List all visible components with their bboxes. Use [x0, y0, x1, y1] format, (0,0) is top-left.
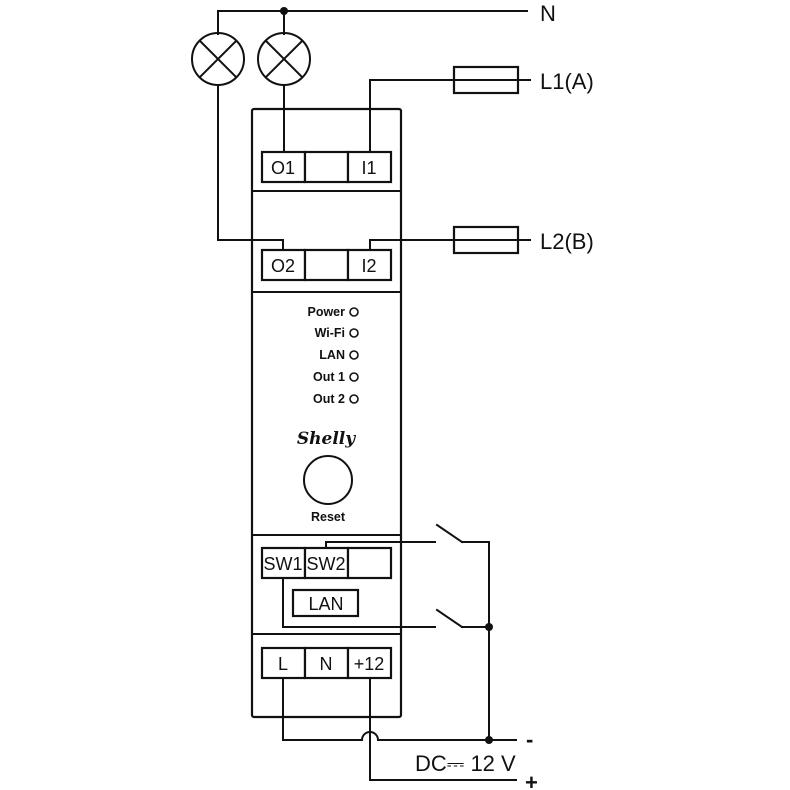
- power-terminal-block: L N +12: [260, 646, 393, 680]
- neutral-label: N: [540, 1, 556, 26]
- line2-label: L2(B): [540, 229, 594, 254]
- terminal-n: [303, 646, 350, 680]
- terminal-l-label: L: [278, 654, 288, 674]
- i2-wire: [369, 239, 455, 253]
- sw1-wire: [282, 577, 436, 628]
- terminal-block-output1: O1 I1: [260, 150, 393, 184]
- terminal-o2-label: O2: [271, 256, 295, 276]
- led-power-label: Power: [307, 305, 345, 319]
- switch-1-icon: [435, 608, 464, 629]
- dc-minus-wire: [282, 677, 517, 741]
- switch-common-wire: [461, 541, 490, 741]
- terminal-block-output2: O2 I2: [260, 248, 393, 282]
- terminal-i2: [346, 248, 393, 282]
- lan-port: [291, 588, 360, 618]
- switch-2-icon: [435, 523, 464, 544]
- shelly-device: [250, 107, 403, 719]
- dc-junction-dot: [485, 736, 493, 744]
- dc-plus-wire: [369, 677, 517, 781]
- o2-wire: [217, 84, 284, 253]
- dc-minus-label: -: [526, 727, 533, 752]
- neutral-wire: [217, 7, 528, 35]
- terminal-o1-label: O1: [271, 158, 295, 178]
- switch-terminal-block: SW1 SW2: [260, 546, 393, 580]
- sw2-wire: [325, 541, 436, 549]
- terminal-sw1-label: SW1: [263, 554, 302, 574]
- terminal-sw-blank: [346, 546, 393, 580]
- led-out2-icon: [349, 394, 359, 404]
- terminal-sw2-label: SW2: [306, 554, 345, 574]
- i1-wire: [369, 79, 455, 153]
- lan-port-label: LAN: [308, 594, 343, 614]
- neutral-junction-dot: [280, 7, 288, 15]
- terminal-n-label: N: [320, 654, 333, 674]
- lamp-1-icon: [191, 32, 245, 86]
- led-out1-icon: [349, 372, 359, 382]
- led-lan-icon: [349, 350, 359, 360]
- terminal-plus12: [346, 646, 393, 680]
- switch-junction-dot: [485, 623, 493, 631]
- terminal-i2-label: I2: [361, 256, 376, 276]
- led-out1-label: Out 1: [313, 370, 345, 384]
- led-indicators: Power Wi-Fi LAN Out 1 Out 2: [307, 305, 359, 406]
- dc-plus-label: +: [525, 770, 538, 790]
- reset-label: Reset: [311, 510, 346, 524]
- terminal-blank-1: [303, 150, 350, 184]
- reset-button[interactable]: [303, 455, 353, 505]
- led-wifi-label: Wi-Fi: [315, 326, 345, 340]
- led-lan-label: LAN: [319, 348, 345, 362]
- led-power-icon: [349, 307, 359, 317]
- terminal-i1: [346, 150, 393, 184]
- terminal-sw1: [260, 546, 307, 580]
- terminal-i1-label: I1: [361, 158, 376, 178]
- terminal-o1: [260, 150, 307, 184]
- line1-label: L1(A): [540, 69, 594, 94]
- terminal-plus12-label: +12: [354, 654, 385, 674]
- dc-supply-label: DC⎓ 12 V: [415, 751, 516, 776]
- shelly-logo: Shelly: [297, 429, 356, 449]
- terminal-blank-2: [303, 248, 350, 282]
- terminal-o2: [260, 248, 307, 282]
- lamp-2-icon: [257, 32, 311, 86]
- led-wifi-icon: [349, 328, 359, 338]
- led-out2-label: Out 2: [313, 392, 345, 406]
- terminal-sw2: [303, 546, 350, 580]
